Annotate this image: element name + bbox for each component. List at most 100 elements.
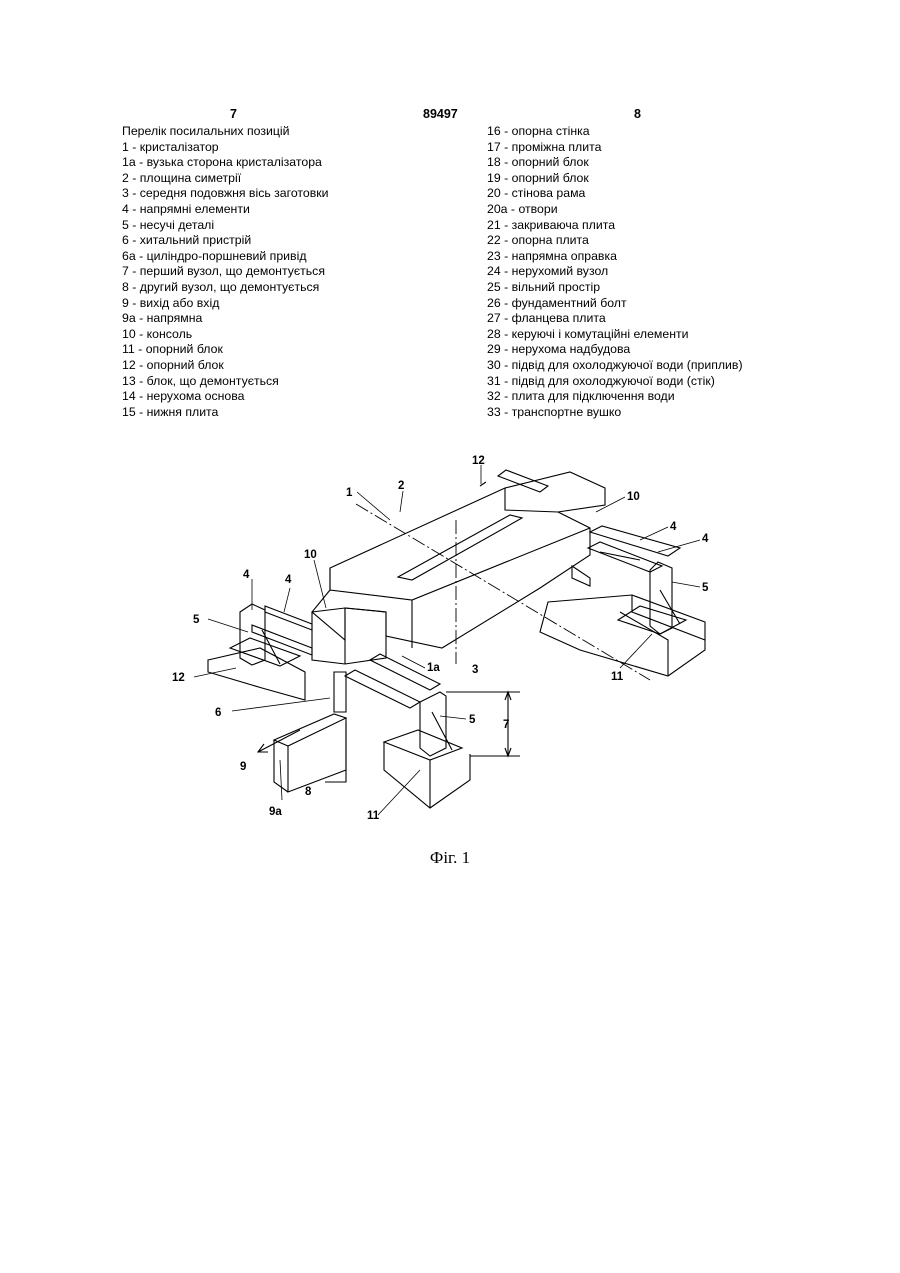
legend-item: 11 - опорний блок — [122, 342, 472, 358]
legend-left-column: Перелік посилальних позицій 1 - кристалі… — [122, 124, 472, 420]
mould-slot — [398, 515, 522, 580]
legend-item: 4 - напрямні елементи — [122, 202, 472, 218]
legend-right-column: 16 - опорна стінка 17 - проміжна плита 1… — [487, 124, 817, 420]
legend-item: 30 - підвід для охолоджуючої води (припл… — [487, 358, 817, 374]
legend-item: 31 - підвід для охолоджуючої води (стік) — [487, 374, 817, 390]
legend-item: 8 - другий вузол, що демонтується — [122, 280, 472, 296]
legend-item: 20а - отвори — [487, 202, 817, 218]
leader-5-left — [208, 619, 248, 632]
right-cylinder — [572, 566, 590, 586]
label-4-right-a: 4 — [670, 521, 677, 533]
middle-support-plate — [384, 730, 462, 760]
left-console — [312, 608, 386, 664]
legend-item: 19 - опорний блок — [487, 171, 817, 187]
leader-4-right-b — [658, 540, 700, 552]
lower-guide-body — [288, 718, 346, 792]
legend-item: 26 - фундаментний болт — [487, 296, 817, 312]
legend-item: 7 - перший вузол, що демонтується — [122, 264, 472, 280]
label-1a: 1a — [427, 662, 440, 674]
label-1: 1 — [346, 487, 353, 499]
legend-item: 28 - керуючі і комутаційні елементи — [487, 327, 817, 343]
legend-item: 29 - нерухома надбудова — [487, 342, 817, 358]
legend-item: 2 - площина симетрії — [122, 171, 472, 187]
legend-item: 33 - транспортне вушко — [487, 405, 817, 421]
label-12-top: 12 — [472, 455, 485, 467]
legend-item: 15 - нижня плита — [122, 405, 472, 421]
legend-item: 6а - циліндро-поршневий привід — [122, 249, 472, 265]
label-4-left-b: 4 — [285, 574, 292, 586]
leader-12-left — [194, 668, 236, 677]
legend-item: 5 - несучі деталі — [122, 218, 472, 234]
arrow-9 — [258, 730, 300, 752]
dimension-8-line — [325, 722, 346, 782]
leader-10-right — [596, 497, 625, 512]
label-11-bottom: 11 — [367, 810, 380, 822]
right-rail-upper — [590, 526, 680, 556]
label-9: 9 — [240, 761, 246, 773]
legend-item: 6 - хитальний пристрій — [122, 233, 472, 249]
mould-right-edge — [505, 488, 558, 512]
lower-guide-top — [274, 714, 346, 746]
legend-item: 24 - нерухомий вузол — [487, 264, 817, 280]
mould-top-edge — [330, 528, 590, 600]
leader-5-right — [672, 582, 700, 587]
label-10-right: 10 — [627, 491, 640, 503]
left-foundation — [208, 648, 305, 700]
legend-item: 9а - напрямна — [122, 311, 472, 327]
leader-9a — [280, 760, 282, 800]
left-rail-lower — [252, 625, 312, 655]
leader-6 — [232, 698, 330, 711]
label-7: 7 — [503, 719, 509, 731]
document-number: 89497 — [423, 107, 458, 121]
label-10-left: 10 — [304, 549, 317, 561]
legend-item: 27 - фланцева плита — [487, 311, 817, 327]
page-number-right: 8 — [634, 107, 641, 121]
leader-11-right — [620, 634, 652, 668]
legend-item: 23 - напрямна оправка — [487, 249, 817, 265]
label-5-right: 5 — [702, 582, 709, 594]
leader-5-mid — [440, 716, 466, 719]
legend-title: Перелік посилальних позицій — [122, 124, 472, 140]
leader-10-left — [314, 560, 326, 608]
leader-1 — [357, 492, 390, 520]
legend-item: 10 - консоль — [122, 327, 472, 343]
left-rail-upper — [265, 606, 312, 630]
legend-item: 9 - вихід або вхід — [122, 296, 472, 312]
label-12-left: 12 — [172, 672, 185, 684]
label-11-right: 11 — [611, 671, 624, 683]
middle-support-rib — [432, 712, 452, 750]
label-2: 2 — [398, 480, 404, 492]
label-8: 8 — [305, 786, 312, 798]
page-number-left: 7 — [230, 107, 237, 121]
label-5-left: 5 — [193, 614, 200, 626]
figure-caption: Фіг. 1 — [0, 848, 900, 868]
middle-rail-lower — [345, 670, 420, 708]
label-9a: 9a — [269, 806, 282, 818]
legend-item: 17 - проміжна плита — [487, 140, 817, 156]
middle-support-column — [420, 692, 446, 756]
legend-item: 12 - опорний блок — [122, 358, 472, 374]
mould-body-outline — [312, 472, 605, 648]
legend-item: 21 - закриваюча плита — [487, 218, 817, 234]
oscillator-cylinder — [334, 672, 346, 712]
label-4-right-b: 4 — [702, 533, 709, 545]
legend-item: 18 - опорний блок — [487, 155, 817, 171]
technical-drawing: 1 2 12 10 4 4 5 11 10 4 4 5 12 1a 3 6 5 … — [150, 445, 770, 835]
legend-item: 3 - середня подовжня вісь заготовки — [122, 186, 472, 202]
label-4-left-a: 4 — [243, 569, 250, 581]
label-3: 3 — [472, 664, 478, 676]
legend-item: 13 - блок, що демонтується — [122, 374, 472, 390]
label-5-mid: 5 — [469, 714, 476, 726]
legend-item: 1а - вузька сторона кристалізатора — [122, 155, 472, 171]
legend-item: 25 - вільний простір — [487, 280, 817, 296]
symmetry-plane-line — [356, 504, 650, 680]
legend-item: 20 - стінова рама — [487, 186, 817, 202]
leader-2 — [400, 491, 403, 512]
legend-item: 22 - опорна плита — [487, 233, 817, 249]
label-6: 6 — [215, 707, 221, 719]
legend-item: 16 - опорна стінка — [487, 124, 817, 140]
legend-item: 14 - нерухома основа — [122, 389, 472, 405]
legend-item: 1 - кристалізатор — [122, 140, 472, 156]
bottom-foundation — [384, 742, 470, 808]
leader-11-bottom — [378, 770, 420, 815]
